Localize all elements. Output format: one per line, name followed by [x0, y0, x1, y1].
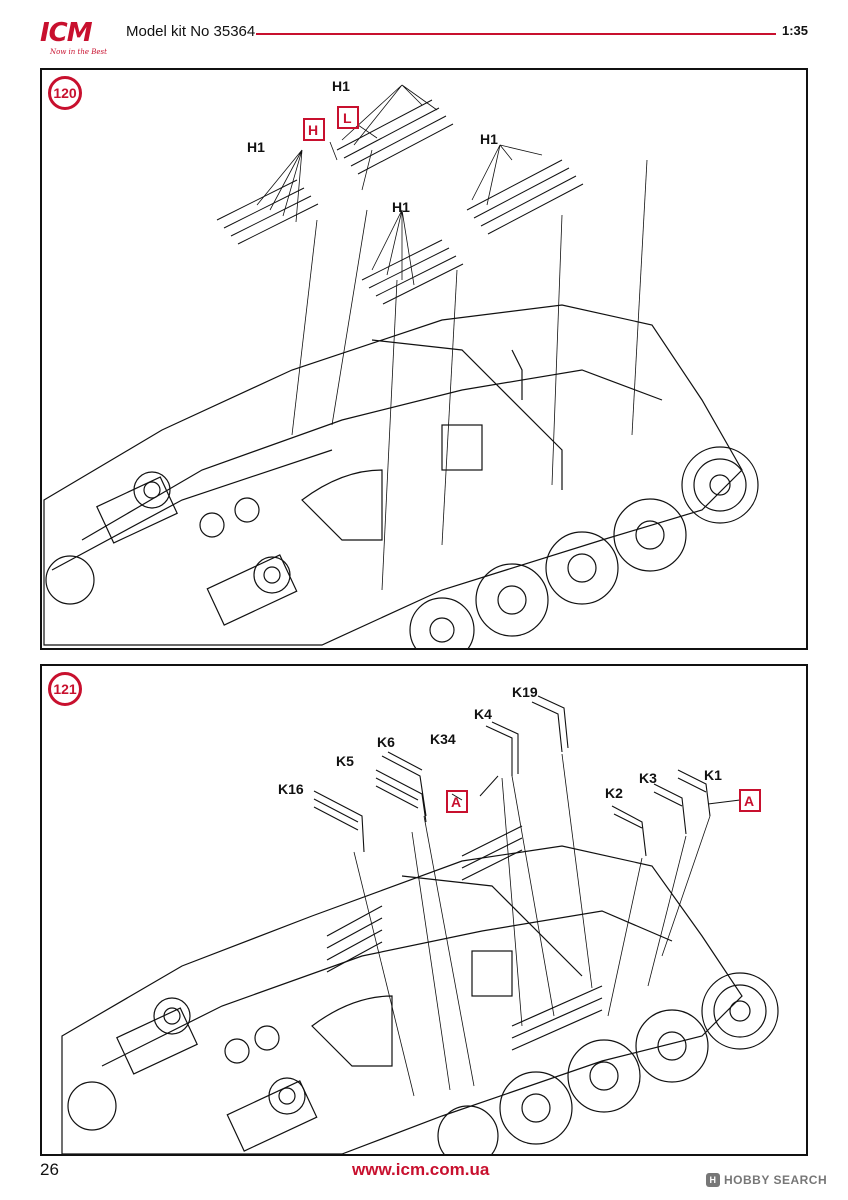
callout-h: H [308, 122, 318, 138]
part-label-k6: K6 [377, 734, 395, 750]
part-label-k34: K34 [430, 731, 456, 747]
logo-text: ICM [40, 18, 93, 48]
part-label-k2: K2 [605, 785, 623, 801]
callout-a-right: A [744, 793, 754, 809]
step-121-panel: A A K19 K4 K34 K6 K5 K16 K2 K3 K1 121 [40, 664, 808, 1156]
step-number-badge: 120 [48, 76, 82, 110]
icm-logo: ICM Now in the Best [28, 18, 108, 62]
page-number: 26 [40, 1160, 59, 1179]
part-label-h1-top: H1 [332, 78, 350, 94]
part-label-k1: K1 [704, 767, 722, 783]
part-label-k5: K5 [336, 753, 354, 769]
part-label-h1-center: H1 [392, 199, 410, 215]
watermark: H HOBBY SEARCH [706, 1173, 827, 1187]
step-121-drawing: A A K19 K4 K34 K6 K5 K16 K2 K3 K1 [61, 684, 779, 1154]
callout-l-box [337, 106, 359, 129]
header-rule [256, 33, 776, 35]
part-label-k19: K19 [512, 684, 538, 700]
hobby-search-icon: H [706, 1173, 720, 1187]
kit-title: Model kit No 35364 [126, 23, 256, 40]
callout-a-right-box [739, 789, 761, 812]
callout-l: L [343, 110, 352, 126]
part-label-k4: K4 [474, 706, 492, 722]
step-number-badge: 121 [48, 672, 82, 706]
callout-a-left: A [451, 794, 461, 810]
page-header: ICM Now in the Best Model kit No 35364 1… [0, 0, 848, 62]
step-120-drawing: H L H1 H1 H1 H1 [43, 78, 759, 648]
logo-tagline: Now in the Best [50, 48, 107, 56]
part-label-k3: K3 [639, 770, 657, 786]
footer-url[interactable]: www.icm.com.ua [352, 1160, 490, 1179]
part-label-h1-right: H1 [480, 131, 498, 147]
part-label-h1-left: H1 [247, 139, 265, 155]
step-120-panel: H L H1 H1 H1 H1 120 [40, 68, 808, 650]
part-label-k16: K16 [278, 781, 304, 797]
watermark-text: HOBBY SEARCH [724, 1173, 828, 1187]
callout-h-box [303, 118, 325, 141]
scale-label: 1:35 [782, 23, 809, 38]
callout-a-left-box [446, 790, 468, 813]
